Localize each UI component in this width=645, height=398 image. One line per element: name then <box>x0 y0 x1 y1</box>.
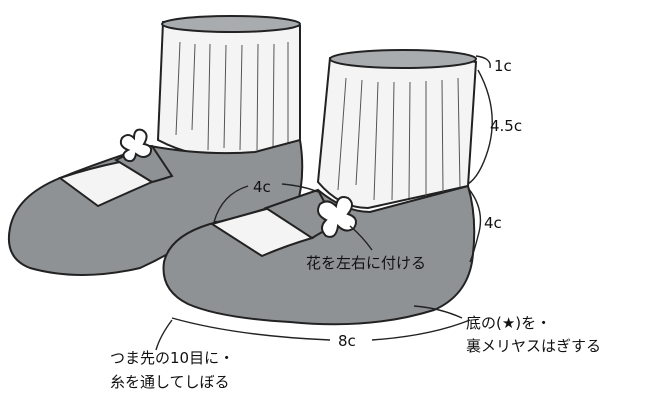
right-bootie <box>162 49 478 326</box>
dimension-lines <box>155 55 493 351</box>
dim-top-label: 1c <box>494 57 512 75</box>
toe-note-line1: つま先の10目に・ <box>110 349 234 367</box>
sole-note-line1: 底の(★)を・ <box>466 314 551 332</box>
dim-instep-left-label: 4c <box>253 178 271 196</box>
right-cuff-ribs <box>337 77 461 201</box>
dim-length-label: 8c <box>338 332 356 350</box>
left-flower <box>119 128 153 163</box>
left-cuff-rim <box>161 15 301 33</box>
right-cuff-rim <box>329 49 477 69</box>
right-flower <box>317 196 357 238</box>
sole-note-line2: 裏メリヤスはぎする <box>466 337 601 355</box>
left-bootie <box>8 15 304 276</box>
dim-instep-right-label: 4c <box>484 214 502 232</box>
left-cuff <box>156 18 301 160</box>
flower-note: 花を左右に付ける <box>306 254 426 272</box>
labels: 1c 4.5c 4c 4c 8c 花を左右に付ける 底の(★)を・ 裏メリヤスは… <box>110 57 601 391</box>
toe-note-line2: 糸を通してしぼる <box>110 373 230 391</box>
left-cuff-ribs <box>175 41 289 151</box>
dim-cuff-label: 4.5c <box>490 117 522 135</box>
